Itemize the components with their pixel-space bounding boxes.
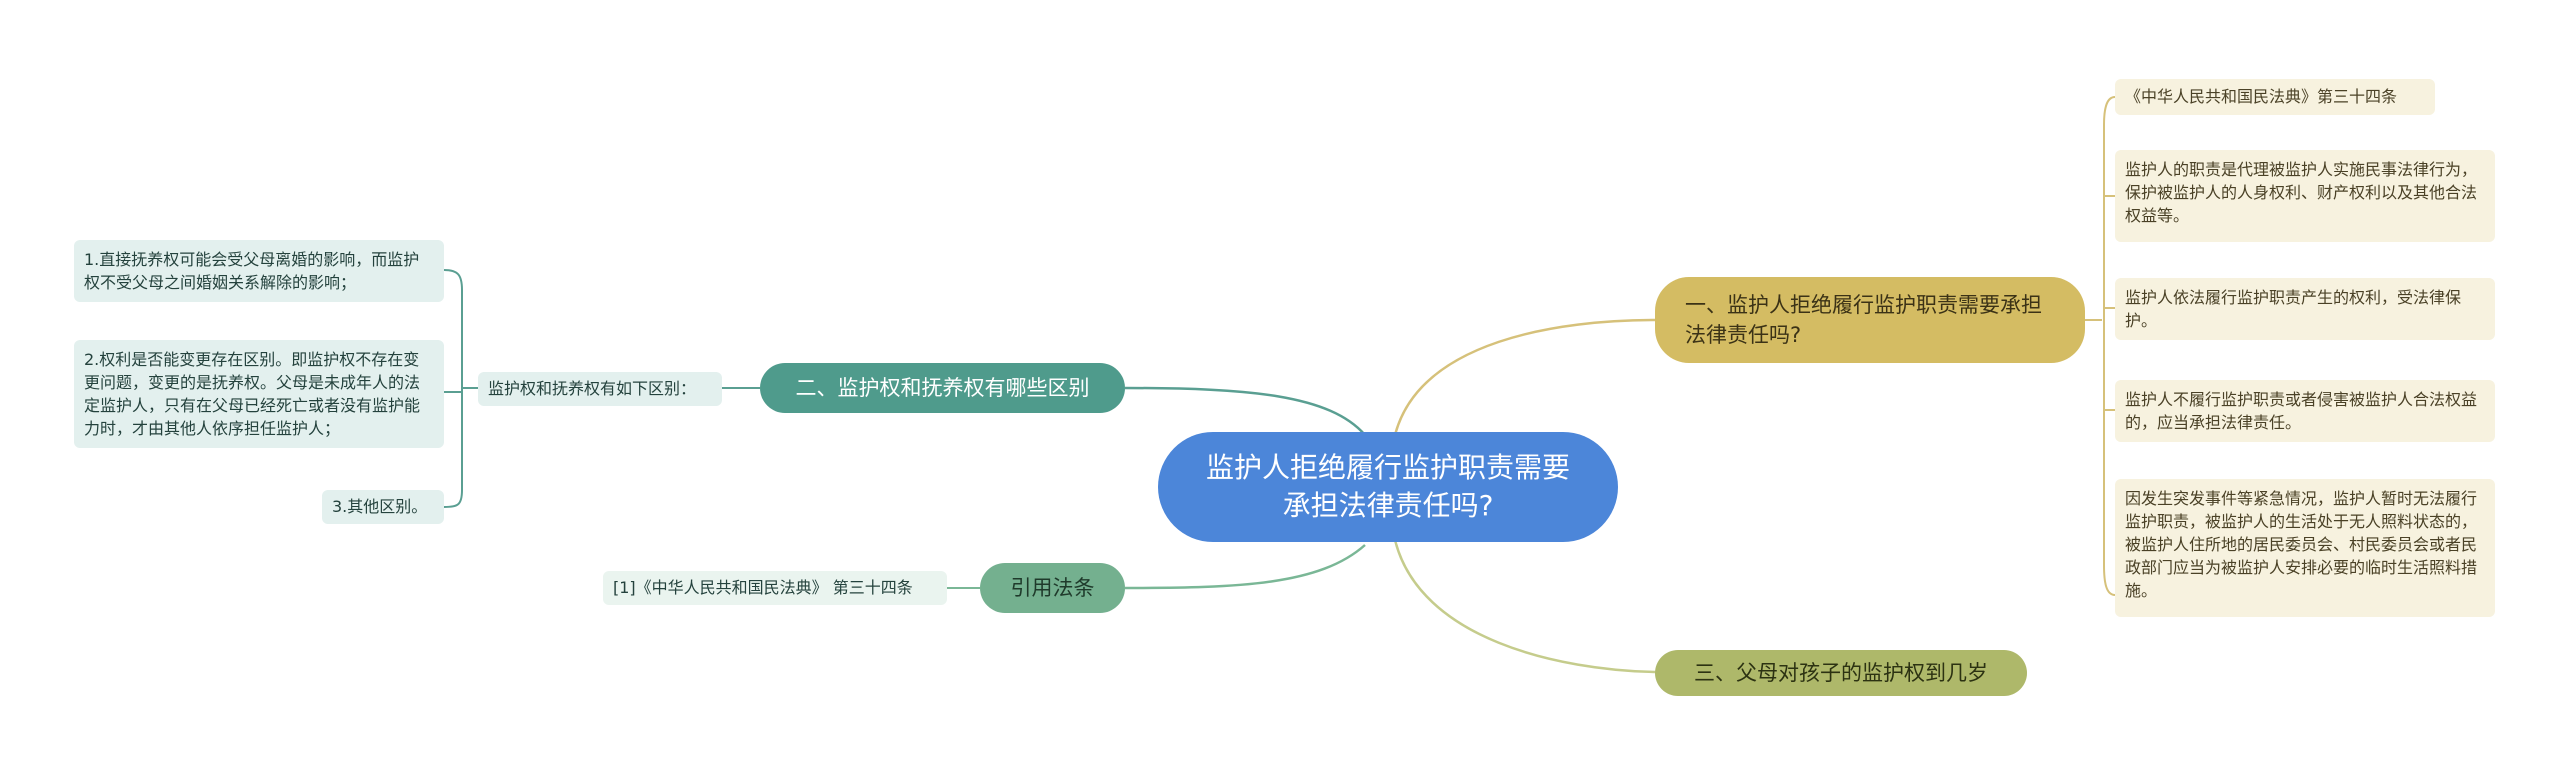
branch1-node[interactable]: 一、监护人拒绝履行监护职责需要承担法律责任吗?	[1655, 277, 2085, 363]
branch1-leaf-3-text: 监护人依法履行监护职责产生的权利，受法律保护。	[2125, 288, 2462, 330]
citation-ref-text: [1]《中华人民共和国民法典》 第三十四条	[613, 578, 913, 597]
branch2-sub-text: 监护权和抚养权有如下区别：	[488, 379, 697, 398]
connector-root-citation	[1124, 544, 1366, 590]
connector-root-branch1	[1393, 318, 1656, 436]
branch2-leaf-1[interactable]: 1.直接抚养权可能会受父母离婚的影响，而监护权不受父母之间婚姻关系解除的影响；	[74, 240, 444, 302]
branch2-leaf-2-text: 2.权利是否能变更存在区别。即监护权不存在变更问题，变更的是抚养权。父母是未成年…	[84, 350, 421, 438]
bracket-branch2-leaves	[443, 269, 463, 508]
branch1-leaf-4-text: 监护人不履行监护职责或者侵害被监护人合法权益的，应当承担法律责任。	[2125, 390, 2478, 432]
connector-root-branch2	[1124, 386, 1366, 436]
citation-ref[interactable]: [1]《中华人民共和国民法典》 第三十四条	[603, 571, 947, 605]
branch2-leaf-1-text: 1.直接抚养权可能会受父母离婚的影响，而监护权不受父母之间婚姻关系解除的影响；	[84, 250, 420, 292]
citation-title: 引用法条	[1010, 576, 1095, 600]
branch1-leaf-5[interactable]: 因发生突发事件等紧急情况，监护人暂时无法履行监护职责，被监护人的生活处于无人照料…	[2115, 479, 2495, 617]
branch1-leaf-1[interactable]: 《中华人民共和国民法典》第三十四条	[2115, 79, 2435, 115]
branch1-leaf-5-text: 因发生突发事件等紧急情况，监护人暂时无法履行监护职责，被监护人的生活处于无人照料…	[2125, 489, 2478, 600]
branch1-leaf-4[interactable]: 监护人不履行监护职责或者侵害被监护人合法权益的，应当承担法律责任。	[2115, 380, 2495, 442]
branch1-leaf-2[interactable]: 监护人的职责是代理被监护人实施民事法律行为，保护被监护人的人身权利、财产权利以及…	[2115, 150, 2495, 242]
branch2-title: 二、监护权和抚养权有哪些区别	[795, 376, 1090, 400]
branch2-node[interactable]: 二、监护权和抚养权有哪些区别	[760, 363, 1125, 413]
branch1-leaf-2-text: 监护人的职责是代理被监护人实施民事法律行为，保护被监护人的人身权利、财产权利以及…	[2125, 160, 2478, 225]
branch2-leaf-2[interactable]: 2.权利是否能变更存在区别。即监护权不存在变更问题，变更的是抚养权。父母是未成年…	[74, 340, 444, 448]
root-title: 监护人拒绝履行监护职责需要承担法律责任吗?	[1205, 451, 1570, 522]
connector-root-branch3	[1393, 539, 1656, 674]
bracket-branch1-leaves	[2103, 96, 2116, 596]
branch2-leaf-3[interactable]: 3.其他区别。	[322, 490, 444, 524]
root-node[interactable]: 监护人拒绝履行监护职责需要承担法律责任吗?	[1158, 432, 1618, 542]
citation-node[interactable]: 引用法条	[980, 563, 1125, 613]
branch2-subnode[interactable]: 监护权和抚养权有如下区别：	[478, 372, 722, 406]
branch3-title: 三、父母对孩子的监护权到几岁	[1694, 661, 1988, 685]
branch1-title: 一、监护人拒绝履行监护职责需要承担法律责任吗?	[1685, 293, 2042, 347]
branch3-node[interactable]: 三、父母对孩子的监护权到几岁	[1655, 650, 2027, 696]
branch2-leaf-3-text: 3.其他区别。	[332, 497, 428, 516]
branch1-leaf-3[interactable]: 监护人依法履行监护职责产生的权利，受法律保护。	[2115, 278, 2495, 340]
branch1-leaf-1-text: 《中华人民共和国民法典》第三十四条	[2125, 87, 2398, 106]
